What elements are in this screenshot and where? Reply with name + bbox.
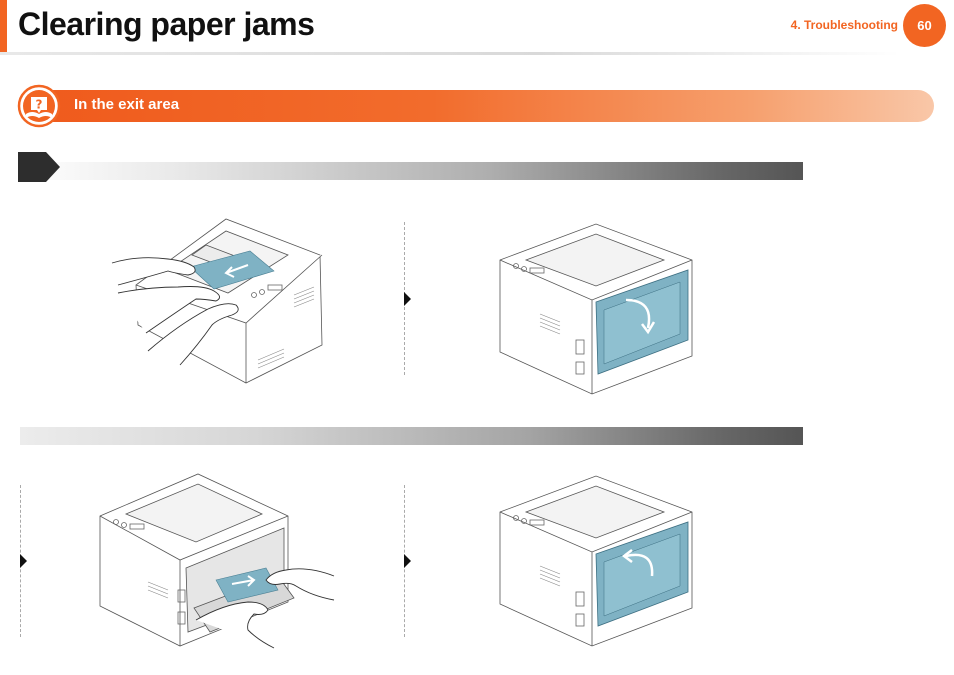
- triangle-right-icon: [404, 554, 411, 568]
- triangle-right-icon: [404, 292, 411, 306]
- section-banner: [22, 90, 934, 122]
- chapter-label[interactable]: 4. Troubleshooting: [790, 18, 898, 32]
- printer-pull-paper-front-image: [111, 218, 323, 384]
- svg-text:?: ?: [36, 98, 43, 112]
- step-bar-1: [20, 162, 803, 180]
- section-heading: In the exit area: [74, 96, 180, 113]
- step-bar-2: [20, 427, 803, 445]
- printer-close-rear-cover-image: [499, 475, 693, 647]
- help-book-icon: ?: [17, 84, 61, 128]
- header-rule: [0, 52, 900, 55]
- triangle-right-icon: [20, 554, 27, 568]
- printer-open-rear-cover-image: [499, 223, 693, 395]
- page-title: Clearing paper jams: [18, 6, 315, 42]
- printer-pull-paper-rear-image: [99, 473, 335, 649]
- page-number-badge: 60: [903, 4, 946, 47]
- accent-bar: [0, 0, 7, 52]
- step-marker-icon: [18, 152, 60, 182]
